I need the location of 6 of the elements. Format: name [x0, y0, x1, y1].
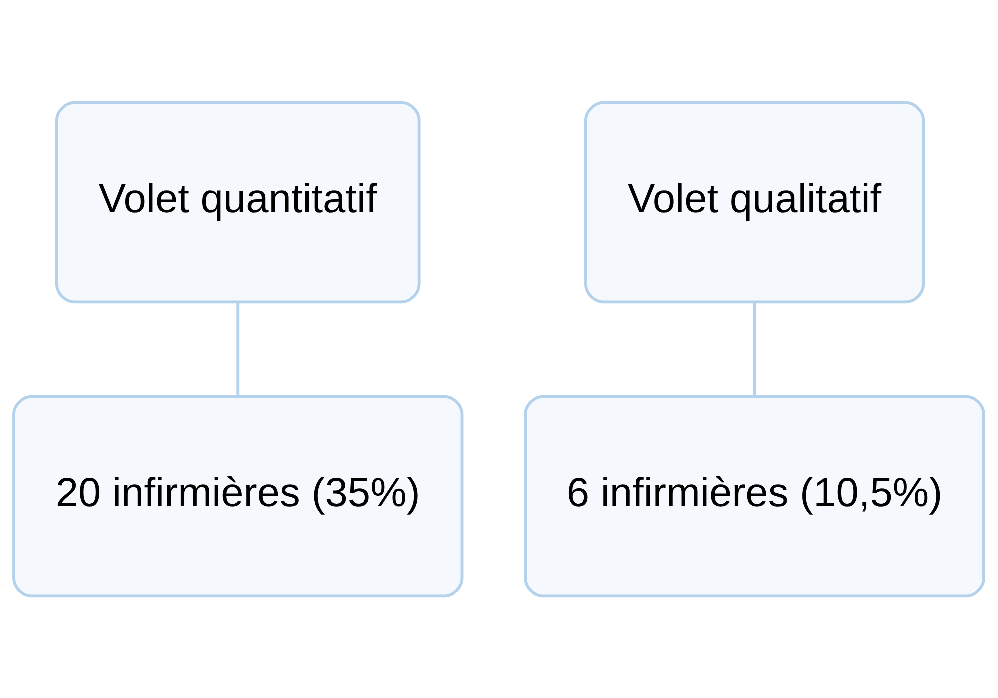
node-box: Volet qualitatif	[584, 100, 926, 304]
node-box: Volet quantitatif	[56, 100, 421, 304]
connector	[753, 302, 756, 396]
node-box: 6 infirmières (10,5%)	[524, 394, 986, 598]
connector	[236, 302, 240, 396]
node-box: 20 infirmières (35%)	[12, 394, 464, 598]
